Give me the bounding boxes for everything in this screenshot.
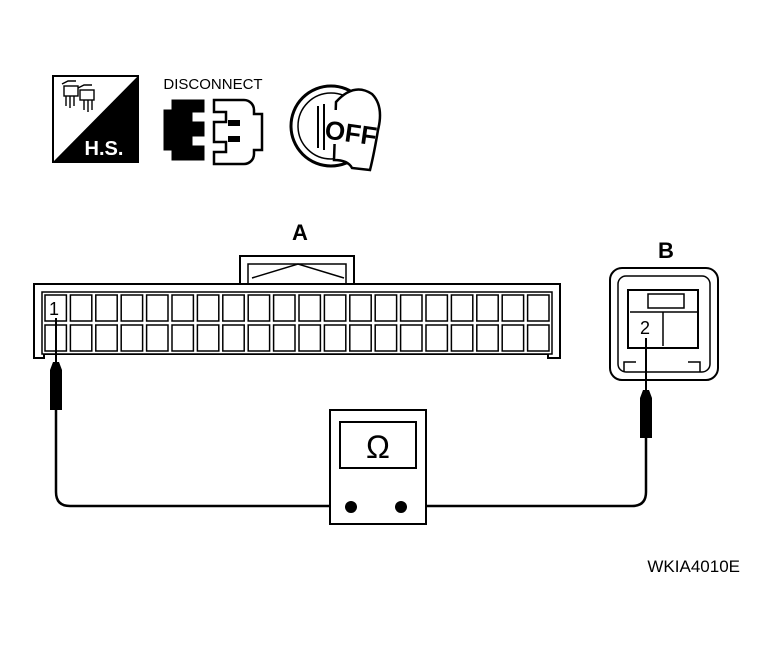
connector-a-cavity: [145, 324, 169, 352]
connector-a-cavity: [526, 324, 550, 352]
disconnect-icon: DISCONNECT: [163, 76, 264, 166]
connector-a-cavity: [526, 294, 550, 322]
ohmmeter: Ω: [329, 409, 427, 525]
connector-a-cavity: [349, 324, 372, 352]
connector-a-cavity: [120, 324, 144, 352]
meter-terminal-positive: [395, 501, 407, 513]
connector-a-cavity: [501, 324, 525, 352]
connector-a-cavity: [120, 294, 144, 322]
connector-a-cavity: [374, 324, 398, 352]
probe-left: [50, 318, 62, 410]
connector-a-cavities: [44, 294, 550, 352]
connector-a-cavity: [425, 294, 449, 322]
connector-a-cavity: [399, 324, 423, 352]
connector-a-cavity: [272, 294, 296, 322]
connector-a-cavity: [501, 294, 525, 322]
lead-wire-left: [54, 410, 350, 508]
connector-a-cavity: [450, 294, 474, 322]
figure-code: WKIA4010E: [647, 557, 740, 576]
connector-a-cavity: [298, 324, 322, 352]
ohm-symbol: Ω: [366, 429, 390, 465]
harness-connector-hs-icon: H.S.: [52, 75, 139, 163]
ignition-key-off-icon: OFF: [289, 84, 382, 172]
lead-wire-right: [400, 438, 648, 508]
connector-a-cavity: [425, 324, 449, 352]
connector-a-cavity: [476, 324, 499, 352]
connector-a-cavity: [222, 324, 245, 352]
connector-a-cavity: [69, 294, 93, 322]
connector-a-cavity: [450, 324, 474, 352]
connector-a-cavity: [69, 324, 93, 352]
connector-b-pin-number: 2: [640, 318, 650, 338]
connector-a-cavity: [323, 294, 347, 322]
connector-a-cavity: [298, 294, 322, 322]
connector-a-label: A: [292, 220, 308, 245]
connector-a-cavity: [171, 294, 195, 322]
connector-a-cavity: [196, 324, 220, 352]
connector-a-cavity: [145, 294, 169, 322]
connector-a-cavity: [247, 324, 271, 352]
connector-a-cavity: [95, 324, 118, 352]
connector-a-cavity: [272, 324, 296, 352]
connector-a-cavity: [247, 294, 271, 322]
disconnect-label: DISCONNECT: [163, 76, 262, 93]
connector-a-cavity: [476, 294, 499, 322]
connector-a-cavity: [374, 294, 398, 322]
meter-terminal-negative: [345, 501, 357, 513]
connector-a-cavity: [196, 294, 220, 322]
connector-a-cavity: [399, 294, 423, 322]
hs-label: H.S.: [85, 138, 124, 160]
ignition-off-label: OFF: [323, 115, 379, 152]
probe-right: [640, 338, 652, 438]
connector-a-cavity: [171, 324, 195, 352]
connector-a-cavity: [95, 294, 118, 322]
connector-a-cavity: [222, 294, 245, 322]
connector-a-cavity: [349, 294, 372, 322]
connector-b-label: B: [658, 238, 674, 263]
connector-a-cavity: [323, 324, 347, 352]
connector-a: A 1: [33, 220, 561, 359]
connector-b: B 2: [609, 238, 719, 381]
connector-a-pin-number: 1: [49, 299, 59, 319]
